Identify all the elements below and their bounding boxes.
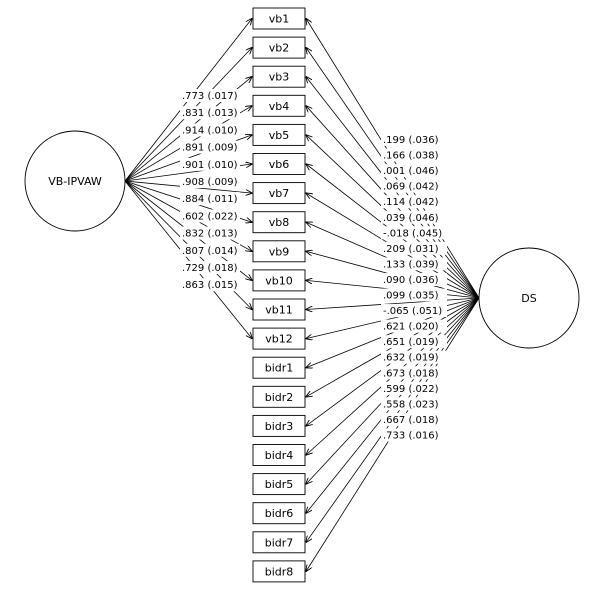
loading-ds-bidr1: .621 (.020): [383, 322, 439, 333]
indicator-box-bidr8: [252, 560, 306, 583]
loading-ds-vb1: .199 (.036): [383, 135, 439, 146]
loading-ds-bidr4: .673 (.018): [383, 368, 439, 379]
loading-vb-ipvaw-vb1: .773 (.017): [182, 91, 238, 102]
indicator-box-vb1: [252, 7, 306, 30]
indicator-label-vb11: vb11: [265, 304, 293, 317]
loading-vb-ipvaw-vb10: .807 (.014): [182, 246, 238, 257]
indicator-label-bidr4: bidr4: [265, 449, 294, 462]
loading-vb-ipvaw-vb3: .914 (.010): [182, 125, 238, 136]
indicator-label-vb2: vb2: [269, 42, 290, 55]
loading-ds-vb3: .001 (.046): [383, 166, 439, 177]
loading-ds-vb8: .209 (.031): [383, 244, 439, 255]
indicator-label-bidr3: bidr3: [265, 420, 294, 433]
loading-vb-ipvaw-vb2: .831 (.013): [182, 108, 238, 119]
loading-vb-ipvaw-vb5: .901 (.010): [182, 160, 238, 171]
indicator-box-bidr7: [252, 531, 306, 554]
loading-vb-ipvaw-vb8: .602 (.022): [182, 211, 238, 222]
loading-ds-vb9: .133 (.039): [383, 259, 439, 270]
indicator-label-vb8: vb8: [269, 216, 290, 229]
indicator-box-bidr6: [252, 502, 306, 525]
path-vb-ipvaw-to-vb12: [124, 180, 252, 339]
loading-ds-vb10: .090 (.036): [383, 275, 439, 286]
indicator-box-vb10: [252, 269, 306, 292]
indicator-label-bidr5: bidr5: [265, 478, 294, 491]
factor-ds-label: DS: [521, 292, 536, 305]
indicator-label-bidr2: bidr2: [265, 391, 294, 404]
indicator-box-bidr3: [252, 414, 306, 437]
indicator-box-bidr4: [252, 444, 306, 466]
indicator-box-bidr5: [252, 473, 306, 496]
loading-ds-bidr3: .632 (.019): [383, 353, 439, 364]
loading-ds-vb5: .114 (.042): [383, 197, 439, 208]
indicator-box-vb7: [252, 182, 306, 205]
indicator-box-vb4: [252, 94, 306, 117]
indicator-box-vb6: [252, 153, 306, 175]
indicator-label-vb4: vb4: [269, 100, 290, 113]
indicator-label-vb7: vb7: [269, 187, 290, 200]
loading-vb-ipvaw-vb6: .908 (.009): [182, 177, 238, 188]
loading-ds-vb11: .099 (.035): [383, 291, 439, 302]
indicator-label-bidr1: bidr1: [265, 362, 294, 375]
loading-ds-bidr6: .558 (.023): [383, 399, 439, 410]
indicator-box-vb2: [252, 36, 306, 59]
loading-ds-bidr7: .667 (.018): [383, 415, 439, 426]
indicator-box-bidr1: [252, 356, 306, 379]
indicator-label-vb10: vb10: [265, 274, 293, 287]
indicator-label-vb12: vb12: [265, 333, 293, 346]
loading-ds-vb4: .069 (.042): [383, 182, 439, 193]
loading-ds-vb12: -.065 (.051): [383, 306, 442, 317]
loading-vb-ipvaw-vb7: .884 (.011): [182, 194, 238, 205]
indicator-label-vb3: vb3: [269, 71, 290, 84]
indicator-label-bidr8: bidr8: [265, 565, 294, 578]
loading-ds-vb2: .166 (.038): [383, 151, 439, 162]
loading-vb-ipvaw-vb9: .832 (.013): [182, 229, 238, 240]
indicator-label-vb6: vb6: [269, 158, 290, 171]
indicator-box-vb8: [252, 211, 306, 234]
loading-vb-ipvaw-vb4: .891 (.009): [182, 143, 238, 154]
loading-ds-vb6: .039 (.046): [383, 213, 439, 224]
indicator-label-bidr6: bidr6: [265, 507, 294, 520]
loading-vb-ipvaw-vb11: .729 (.018): [182, 263, 238, 274]
factor-ds-circle: [478, 247, 580, 349]
loading-vb-ipvaw-vb12: .863 (.015): [182, 280, 238, 291]
indicator-box-bidr2: [252, 385, 306, 408]
indicator-label-vb5: vb5: [269, 129, 290, 142]
indicator-label-vb9: vb9: [269, 245, 290, 258]
indicator-box-vb12: [252, 327, 306, 350]
indicator-label-vb1: vb1: [269, 13, 290, 26]
path-ds-to-vb12: [306, 297, 480, 339]
loading-ds-bidr5: .599 (.022): [383, 384, 439, 395]
indicator-label-bidr7: bidr7: [265, 536, 294, 549]
indicator-box-vb11: [252, 298, 306, 321]
loading-ds-bidr2: .651 (.019): [383, 337, 439, 348]
indicator-box-vb5: [252, 123, 306, 146]
path-ds-to-vb11: [306, 297, 480, 310]
indicator-box-vb9: [252, 240, 306, 263]
loading-ds-vb7: -.018 (.045): [383, 228, 442, 239]
loading-ds-bidr8: .733 (.016): [383, 430, 439, 441]
factor-vb-ipvaw-circle: [24, 130, 126, 232]
path-ds-to-bidr1: [306, 297, 480, 368]
factor-vb-ipvaw-label: VB-IPVAW: [48, 175, 102, 188]
indicator-box-vb3: [252, 65, 306, 88]
